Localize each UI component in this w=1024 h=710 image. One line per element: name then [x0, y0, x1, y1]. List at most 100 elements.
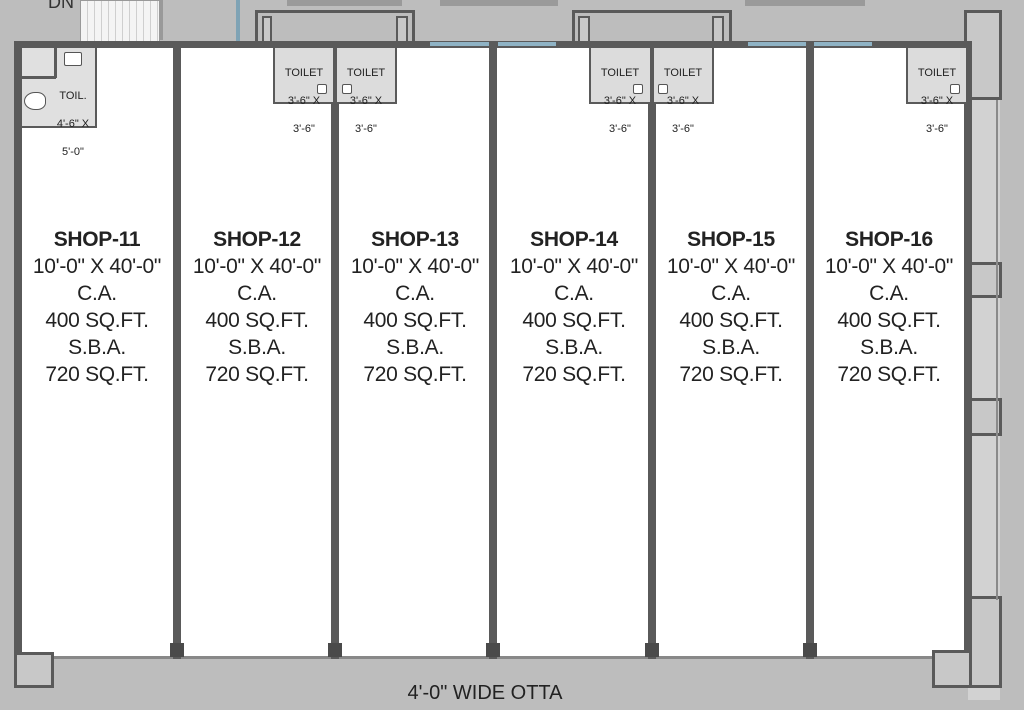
- toilet-label-4: TOILET 3'-6" X 3'-6": [663, 67, 703, 135]
- bottom-right-pillar: [932, 650, 972, 688]
- column-4: [645, 643, 659, 657]
- stair-line: [236, 0, 240, 42]
- shop-sba-value: 720 SQ.FT.: [363, 363, 467, 386]
- stair-rail: [160, 0, 163, 40]
- toilet-box-3: [589, 46, 652, 104]
- wc-icon-5: [950, 84, 960, 94]
- shop-ca-value: 400 SQ.FT.: [679, 309, 783, 332]
- partition-wall-5: [806, 41, 814, 659]
- shop-ca-value: 400 SQ.FT.: [205, 309, 309, 332]
- shop-ca-label: C.A.: [711, 282, 751, 305]
- shop-sba-label: S.B.A.: [860, 336, 918, 359]
- partition-wall-2: [331, 41, 339, 659]
- shop-ca-label: C.A.: [869, 282, 909, 305]
- shop-size: 10'-0" X 40'-0": [192, 255, 322, 278]
- toilet-label-5: TOILET 3'-6" X 3'-6": [917, 67, 957, 135]
- shop-name: SHOP-12: [213, 228, 301, 251]
- partition-wall-4: [648, 41, 656, 659]
- corner-toilet-label: TOIL. 4'-6" X 5'-0": [50, 75, 96, 173]
- shop-size: 10'-0" X 40'-0": [824, 255, 954, 278]
- wc-icon-4: [658, 84, 668, 94]
- wash-basin-icon: [64, 52, 82, 66]
- shop-name: SHOP-15: [687, 228, 775, 251]
- shop-sba-label: S.B.A.: [545, 336, 603, 359]
- right-gallery-line: [996, 100, 998, 600]
- window-3: [748, 42, 806, 46]
- toilet-box-4: [652, 46, 714, 104]
- shop-ca-value: 400 SQ.FT.: [363, 309, 467, 332]
- shop-label-14: SHOP-14 10'-0" X 40'-0" C.A. 400 SQ.FT. …: [494, 226, 654, 388]
- window-2: [498, 42, 556, 46]
- corner-toilet-size-2: 5'-0": [62, 146, 84, 158]
- shop-ca-value: 400 SQ.FT.: [837, 309, 941, 332]
- shop-floor-12: [181, 48, 331, 656]
- shop-ca-value: 400 SQ.FT.: [522, 309, 626, 332]
- shop-floor-14: [497, 48, 648, 656]
- top-bump-1: [255, 10, 415, 46]
- top-outline-1: [287, 0, 402, 6]
- partition-wall-1: [173, 41, 181, 659]
- shop-size: 10'-0" X 40'-0": [666, 255, 796, 278]
- toilet-label-2: TOILET 3'-6" X 3'-6": [346, 67, 386, 135]
- shop-ca-label: C.A.: [237, 282, 277, 305]
- shop-sba-label: S.B.A.: [386, 336, 444, 359]
- shop-sba-label: S.B.A.: [228, 336, 286, 359]
- shop-sba-value: 720 SQ.FT.: [679, 363, 783, 386]
- shop-floor-15: [656, 48, 806, 656]
- outer-wall-right: [964, 41, 972, 659]
- shop-floor-11: [22, 48, 173, 656]
- shop-sba-label: S.B.A.: [702, 336, 760, 359]
- otta-label: 4'-0" WIDE OTTA: [407, 682, 563, 704]
- shop-label-13: SHOP-13 10'-0" X 40'-0" C.A. 400 SQ.FT. …: [335, 226, 495, 388]
- corner-toilet-divider: [20, 76, 56, 79]
- top-outline-2: [440, 0, 558, 6]
- toilet-label-1: TOILET 3'-6" X 3'-6": [284, 67, 324, 135]
- shop-sba-value: 720 SQ.FT.: [205, 363, 309, 386]
- shop-ca-label: C.A.: [395, 282, 435, 305]
- toilet-label-3: TOILET 3'-6" X 3'-6": [600, 67, 640, 135]
- corner-toilet: [20, 46, 97, 128]
- top-bump-2: [572, 10, 732, 46]
- toilet-box-1: [273, 46, 335, 104]
- shop-ca-label: C.A.: [554, 282, 594, 305]
- outer-wall-left: [14, 41, 22, 659]
- bottom-left-pillar: [14, 652, 54, 688]
- shop-floor-16: [814, 48, 964, 656]
- shop-name: SHOP-14: [530, 228, 618, 251]
- wc-icon-2: [342, 84, 352, 94]
- shop-name: SHOP-13: [371, 228, 459, 251]
- column-5: [803, 643, 817, 657]
- column-1: [170, 643, 184, 657]
- column-2: [328, 643, 342, 657]
- shop-size: 10'-0" X 40'-0": [350, 255, 480, 278]
- shop-name: SHOP-11: [53, 228, 141, 251]
- corner-toilet-divider-v: [54, 46, 57, 78]
- shop-ca-label: C.A.: [77, 282, 117, 305]
- corner-toilet-size-1: 4'-6" X: [56, 118, 90, 130]
- right-gallery: [968, 10, 1000, 700]
- window-4: [814, 42, 872, 46]
- wc-icon-3: [633, 84, 643, 94]
- shop-ca-value: 400 SQ.FT.: [45, 309, 149, 332]
- top-outline-3: [745, 0, 865, 6]
- shop-floor-13: [339, 48, 489, 656]
- shop-sba-value: 720 SQ.FT.: [837, 363, 941, 386]
- shop-sba-value: 720 SQ.FT.: [522, 363, 626, 386]
- corner-toilet-name: TOIL.: [59, 90, 87, 102]
- window-1: [430, 42, 490, 46]
- shop-label-16: SHOP-16 10'-0" X 40'-0" C.A. 400 SQ.FT. …: [809, 226, 969, 388]
- partition-wall-3: [489, 41, 497, 659]
- shop-size: 10'-0" X 40'-0": [32, 255, 162, 278]
- shop-sba-label: S.B.A.: [68, 336, 126, 359]
- shop-label-12: SHOP-12 10'-0" X 40'-0" C.A. 400 SQ.FT. …: [177, 226, 337, 388]
- stair-down-label: DN: [48, 0, 74, 12]
- wc-icon-1: [317, 84, 327, 94]
- shop-label-11: SHOP-11 10'-0" X 40'-0" C.A. 400 SQ.FT. …: [17, 226, 177, 388]
- staircase: [80, 0, 160, 42]
- wc-icon: [24, 92, 46, 110]
- toilet-box-2: [335, 46, 397, 104]
- shop-size: 10'-0" X 40'-0": [509, 255, 639, 278]
- toilet-box-5: [906, 46, 968, 104]
- column-3: [486, 643, 500, 657]
- shop-sba-value: 720 SQ.FT.: [45, 363, 149, 386]
